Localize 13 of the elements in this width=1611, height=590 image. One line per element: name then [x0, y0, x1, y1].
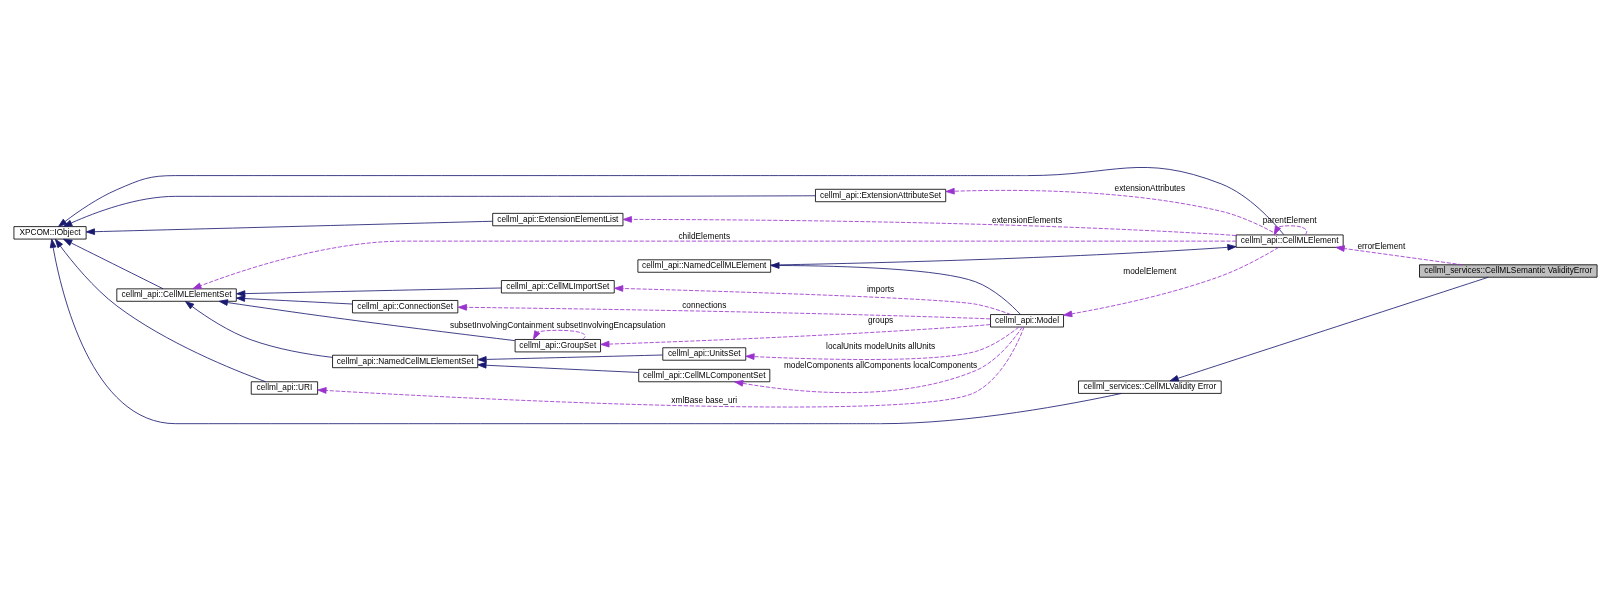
edge-label: modelComponents allComponents localComponents	[783, 359, 978, 370]
edge-label: extensionElements	[992, 214, 1063, 225]
edge-label: groups	[867, 314, 894, 325]
edge-label: childElements	[678, 230, 731, 241]
edge-label: xmlBase base_uri	[671, 394, 738, 405]
edge-label: subsetInvolvingContainment subsetInvolvingEncapsulation	[450, 319, 666, 330]
edge-label: localUnits modelUnits allUnits	[826, 340, 936, 351]
edge-label: parentElement	[1262, 214, 1317, 225]
edge-label: extensionAttributes	[1114, 182, 1186, 193]
edge-label: modelElement	[1123, 265, 1177, 275]
edge-label: connections	[682, 299, 727, 310]
edge-label: imports	[867, 283, 895, 294]
edge-label: errorElement	[1357, 240, 1406, 251]
